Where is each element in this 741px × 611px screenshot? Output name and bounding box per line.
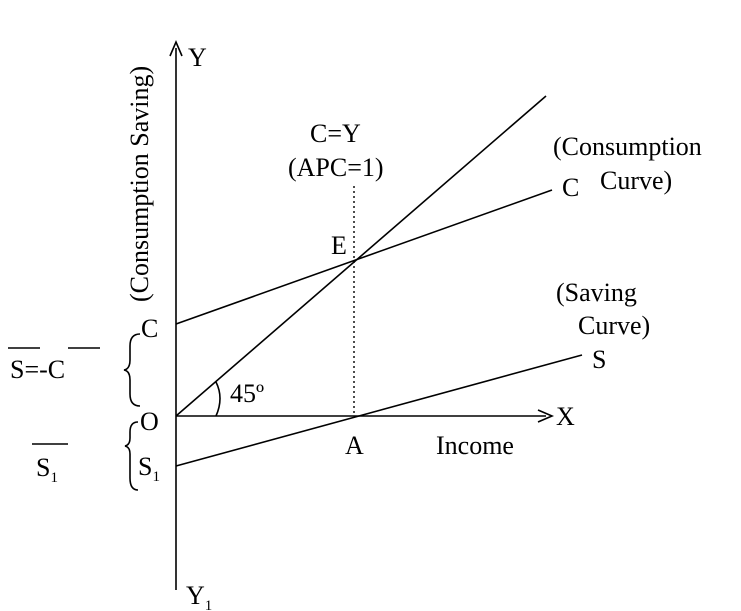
label-angle-45: 45º: [230, 379, 264, 408]
label-apc: (APC=1): [288, 153, 384, 182]
label-y-bottom: Y1: [186, 581, 212, 611]
label-c-end: C: [562, 173, 579, 202]
label-cy: C=Y: [310, 119, 361, 148]
y-axis-arrow: [169, 39, 183, 57]
label-point-a: A: [345, 431, 364, 460]
brace-o-to-s1: [124, 421, 139, 491]
saving-curve: [175, 354, 583, 467]
label-s1-left: S1: [36, 453, 58, 486]
label-s1-intercept: S1: [138, 452, 160, 485]
label-c-intercept: C: [141, 314, 158, 343]
brace-c-to-o: [123, 333, 141, 407]
label-x-right: X: [556, 402, 575, 431]
label-consumption-curve-1: (Consumption: [553, 132, 702, 161]
label-y-top: Y: [188, 43, 207, 72]
label-y-axis-title: (Consumption Saving): [125, 66, 154, 302]
label-saving-curve-2: Curve): [578, 311, 650, 340]
label-point-e: E: [331, 231, 347, 260]
angle-arc-45: [215, 381, 221, 417]
label-s-end: S: [592, 345, 606, 374]
label-s-equals-minus-c: S=-C: [10, 355, 65, 384]
label-consumption-curve-2: Curve): [600, 166, 672, 195]
label-income: Income: [436, 431, 514, 460]
consumption-curve: [175, 189, 553, 325]
line-45-degree: [175, 95, 547, 417]
label-origin-o: O: [140, 407, 159, 436]
label-saving-curve-1: (Saving: [556, 278, 637, 307]
x-axis-arrow: [537, 409, 555, 423]
